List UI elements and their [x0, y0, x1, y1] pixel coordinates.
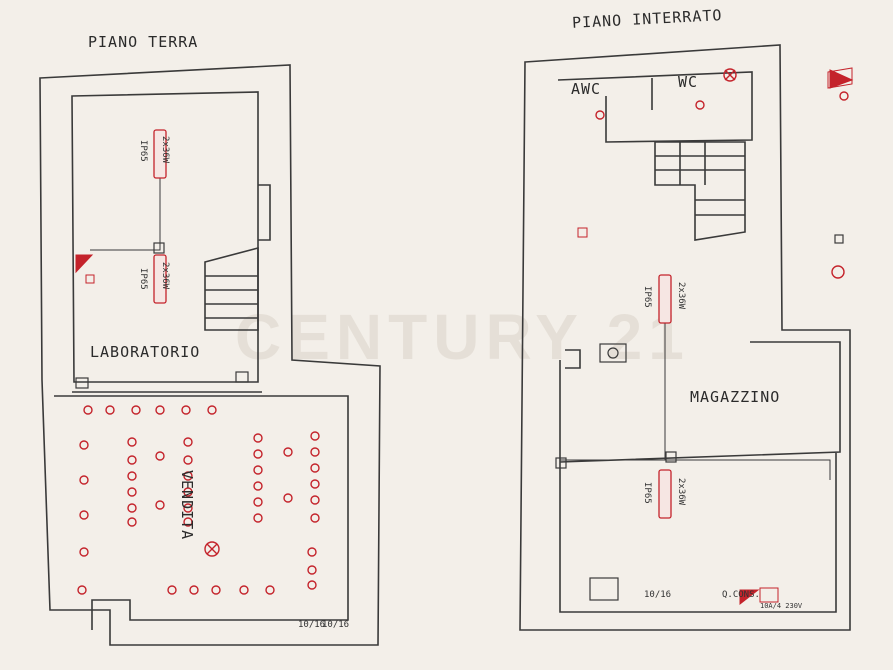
fixture-rating-label: 2x36W [160, 262, 170, 290]
socket-label: 10/16 [644, 590, 672, 600]
right-stair [654, 141, 746, 241]
sale-inner-wall [54, 395, 349, 630]
socket-label: 10/16 [298, 620, 326, 630]
magazzino-walls [559, 341, 841, 613]
left-plan-title: PIANO TERRA [88, 33, 199, 51]
right-plan-outer-wall [519, 44, 851, 631]
fixture-ip-label: IP65 [138, 140, 148, 162]
room-label-wc: WC [678, 73, 699, 91]
rating-label: 10A/4 230V [760, 602, 803, 610]
fixture-ip-label: IP65 [138, 268, 148, 290]
fixture-ip-label: IP65 [642, 286, 652, 308]
fixture-rating-label: 2x36W [676, 282, 686, 310]
fixture-rating-label: 2x36W [160, 136, 170, 164]
socket-label: 10/16 [322, 620, 350, 630]
light-fixture [658, 469, 672, 519]
room-label-laboratorio: LABORATORIO [90, 343, 201, 361]
room-label-vendita: VENDITA [178, 470, 196, 541]
lab-inner-wall [71, 91, 259, 383]
panel-label: Q.CONS. [722, 590, 760, 600]
light-fixture [153, 129, 167, 179]
room-label-awc: AWC [571, 80, 602, 98]
light-fixture [153, 254, 167, 304]
wc-partitions [557, 71, 753, 143]
fixture-ip-label: IP65 [642, 482, 652, 504]
fixture-rating-label: 2x36W [676, 478, 686, 506]
left-plan-outer-wall [39, 64, 381, 646]
room-label-magazzino: MAGAZZINO [690, 388, 781, 406]
left-stair [204, 246, 259, 331]
light-fixture [658, 274, 672, 324]
